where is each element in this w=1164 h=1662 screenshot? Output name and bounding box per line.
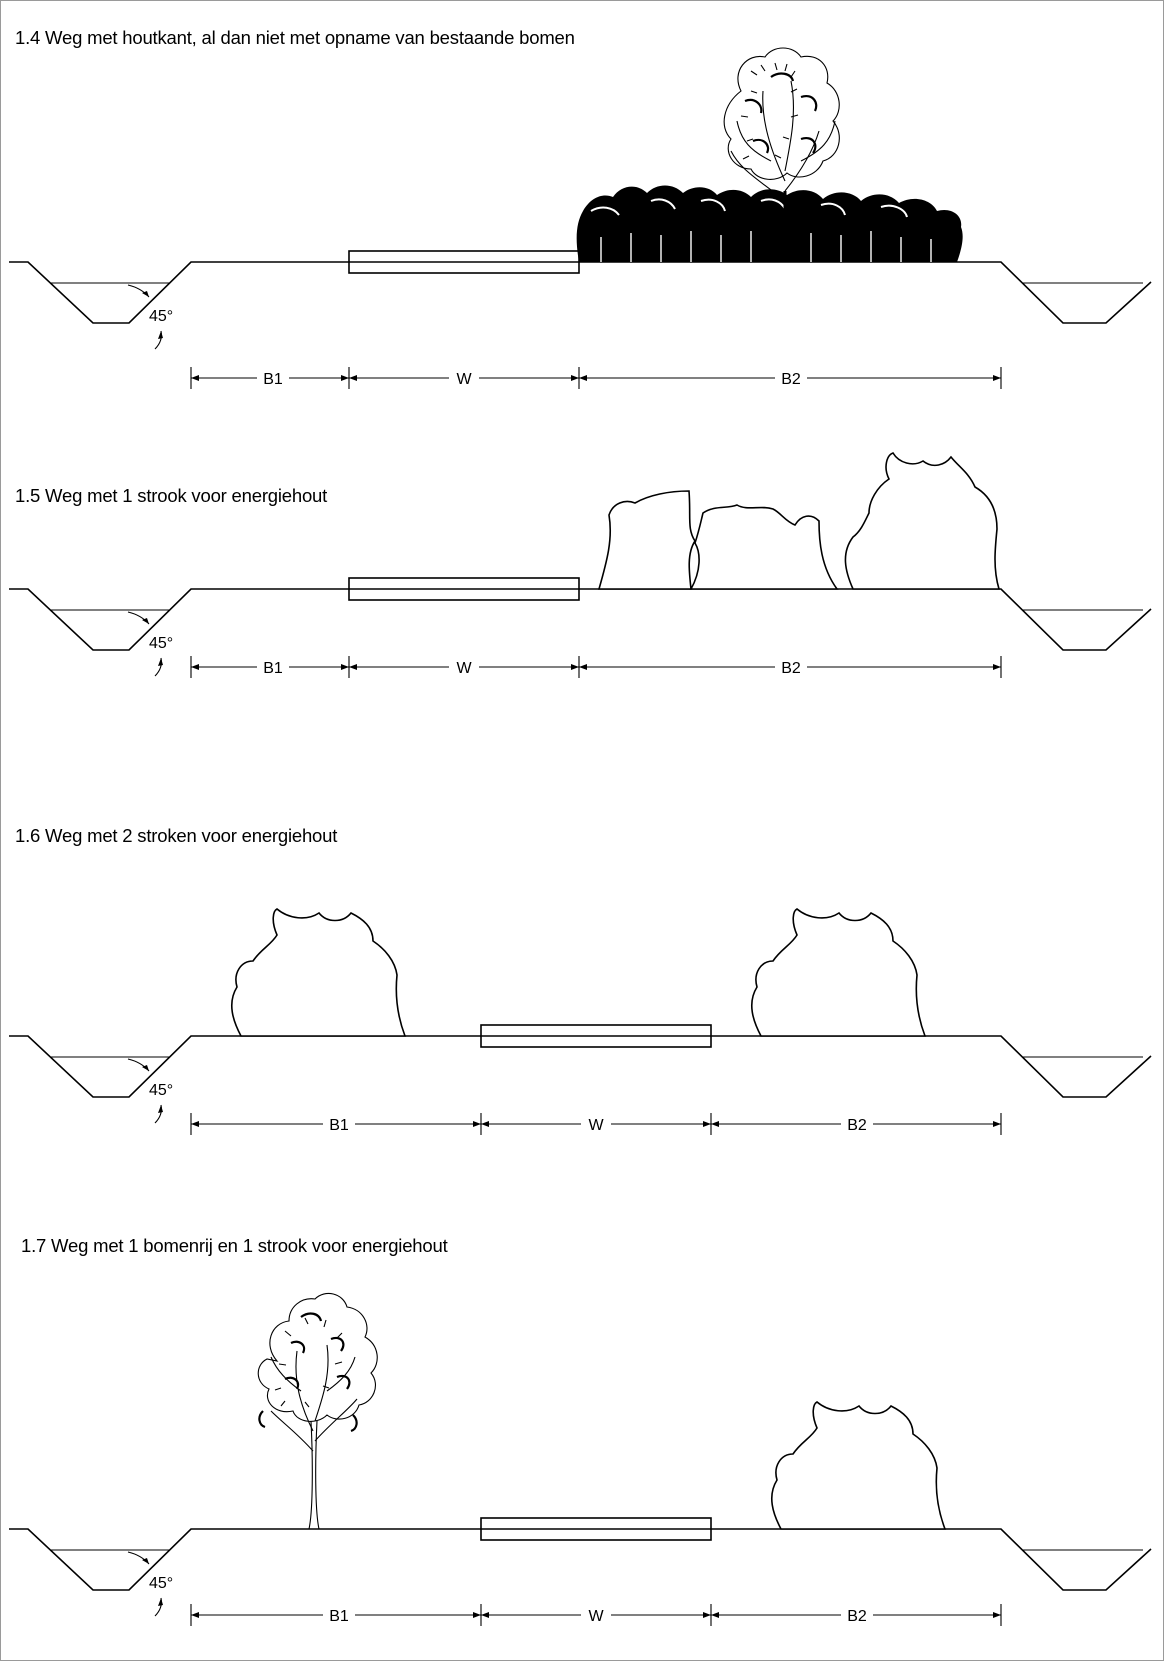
road-surface — [480, 1024, 712, 1048]
dim-label-w: W — [588, 1608, 604, 1625]
dim-label-w: W — [456, 371, 472, 388]
section-title: 1.5 Weg met 1 strook voor energiehout — [15, 485, 328, 506]
cross-section-drawing: 45° B1 W B2 — [9, 1292, 1152, 1626]
cross-section-drawing: 45° B1 W B2 — [9, 47, 1152, 389]
tree-icon — [723, 47, 840, 261]
section-1-7: 1.7 Weg met 1 bomenrij en 1 strook voor … — [1, 1211, 1164, 1662]
tree-icon — [257, 1292, 378, 1530]
energy-wood-strip-icon — [597, 452, 1001, 590]
ground-profile — [9, 1035, 1152, 1098]
ground-profile — [9, 1528, 1152, 1591]
slope-angle-marker: 45° — [127, 1058, 173, 1124]
road-surface — [480, 1517, 712, 1541]
dim-label-w: W — [456, 660, 472, 677]
dimension-line: B1 W B2 — [190, 656, 1002, 678]
dim-label-b1: B1 — [263, 660, 283, 677]
ground-profile — [9, 588, 1152, 651]
dimension-line: B1 W B2 — [190, 1604, 1002, 1626]
angle-label: 45° — [149, 635, 173, 652]
road-surface — [348, 577, 580, 601]
energy-wood-strip-right-icon — [750, 908, 927, 1037]
dim-label-b1: B1 — [329, 1117, 349, 1134]
energy-wood-strip-icon — [770, 1401, 947, 1530]
dim-label-b2: B2 — [781, 660, 801, 677]
section-1-6: 1.6 Weg met 2 stroken voor energiehout 4… — [1, 811, 1164, 1211]
cross-section-drawing: 45° B1 W B2 — [9, 452, 1152, 678]
angle-label: 45° — [149, 1082, 173, 1099]
slope-angle-marker: 45° — [127, 284, 173, 350]
dim-label-b2: B2 — [781, 371, 801, 388]
energy-wood-strip-left-icon — [230, 908, 407, 1037]
section-title: 1.4 Weg met houtkant, al dan niet met op… — [15, 27, 575, 48]
dim-label-b1: B1 — [329, 1608, 349, 1625]
angle-label: 45° — [149, 1575, 173, 1592]
dim-label-b1: B1 — [263, 371, 283, 388]
hedge-houtkant-icon — [576, 185, 963, 262]
section-title: 1.6 Weg met 2 stroken voor energiehout — [15, 825, 338, 846]
section-1-5: 1.5 Weg met 1 strook voor energiehout 45… — [1, 421, 1164, 811]
dim-label-w: W — [588, 1117, 604, 1134]
dimension-line: B1 W B2 — [190, 1113, 1002, 1135]
angle-label: 45° — [149, 308, 173, 325]
section-1-4: 1.4 Weg met houtkant, al dan niet met op… — [1, 1, 1164, 421]
dim-label-b2: B2 — [847, 1117, 867, 1134]
cross-section-drawing: 45° B1 W B2 — [9, 908, 1152, 1135]
dimension-line: B1 W B2 — [190, 367, 1002, 389]
ground-profile — [9, 261, 1152, 324]
slope-angle-marker: 45° — [127, 611, 173, 677]
section-title: 1.7 Weg met 1 bomenrij en 1 strook voor … — [21, 1235, 448, 1256]
slope-angle-marker: 45° — [127, 1551, 173, 1617]
dim-label-b2: B2 — [847, 1608, 867, 1625]
